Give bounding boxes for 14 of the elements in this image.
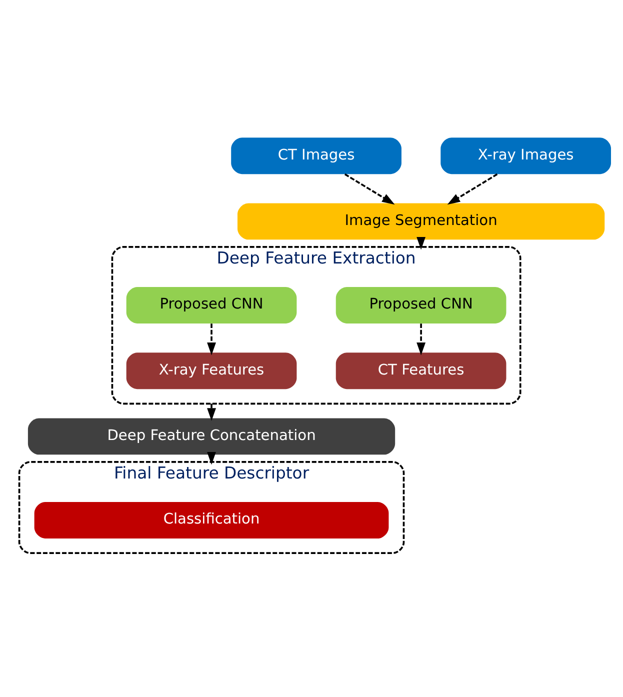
node-box: X-ray Features (126, 352, 297, 389)
arrow (207, 323, 216, 355)
arrow (447, 172, 498, 204)
node-box: Proposed CNN (126, 286, 297, 323)
arrow (207, 403, 216, 420)
node-box: Proposed CNN (336, 286, 506, 323)
node-box: CT Images (231, 137, 402, 174)
node-box: Classification (34, 502, 389, 538)
arrow (344, 172, 395, 204)
arrow (416, 323, 426, 355)
arrow (416, 236, 426, 250)
node-box: X-ray Images (440, 137, 611, 174)
arrow (207, 451, 216, 464)
node-box: CT Features (336, 352, 506, 389)
